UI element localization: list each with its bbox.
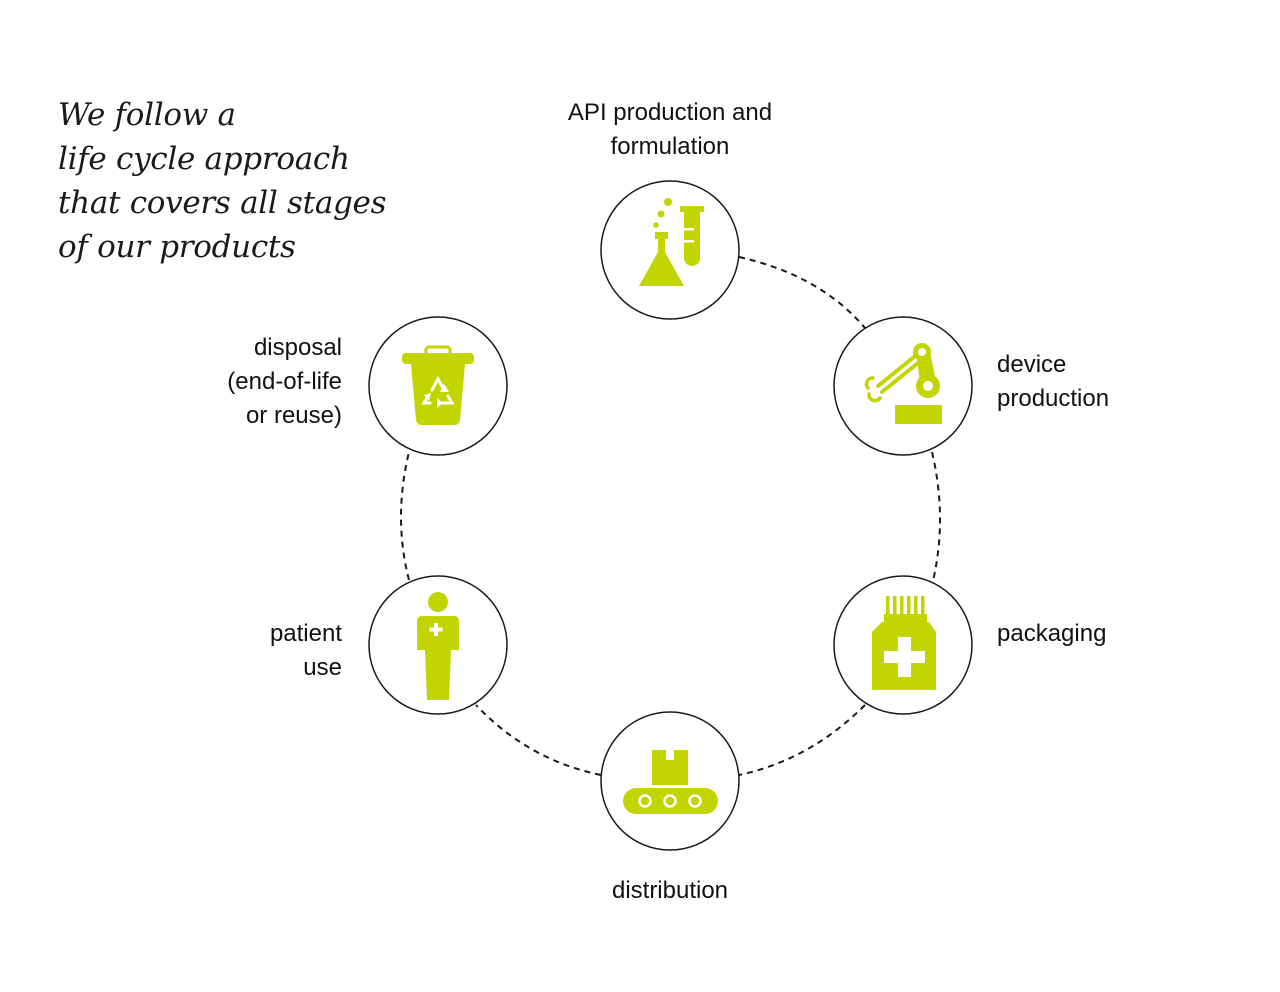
stage-label-line: or reuse) [245, 402, 342, 429]
medicine-bottle-icon [872, 596, 936, 690]
conveyor-box-icon [623, 750, 718, 814]
stage-distribution [600, 711, 740, 851]
connector-packaging-distribution [738, 704, 866, 776]
stage-label-disposal: disposal (end-of-life or reuse) [227, 331, 342, 433]
stage-label-line: use [303, 654, 342, 681]
stage-label-api: API production and formulation [470, 96, 870, 164]
stage-patient [368, 575, 508, 715]
connector-patient-disposal [400, 451, 410, 581]
connector-distribution-patient [475, 704, 602, 776]
heading-line: life cycle approach [58, 141, 350, 177]
robot-arm-icon [864, 343, 942, 424]
heading-line: We follow a [58, 97, 236, 133]
flask-test-tube-icon [639, 198, 704, 286]
stage-label-line: formulation [610, 133, 730, 160]
connector-api-device [738, 256, 866, 329]
stage-circle [600, 180, 740, 320]
recycle-bin-icon [402, 345, 474, 425]
cycle-connectors [400, 256, 941, 776]
stage-label-packaging: packaging [997, 617, 1106, 651]
stage-circle [833, 316, 973, 456]
stage-packaging [833, 575, 973, 715]
page-heading: We follow a life cycle approach that cov… [58, 93, 387, 269]
stage-label-line: disposal [253, 334, 342, 361]
connector-device-packaging [931, 451, 941, 586]
stage-label-line: (end-of-life [227, 368, 342, 395]
stage-label-device: device production [997, 348, 1109, 416]
stage-label-line: packaging [997, 620, 1107, 647]
stage-label-line: production [997, 385, 1110, 412]
stage-label-line: distribution [611, 877, 729, 904]
patient-icon [417, 592, 459, 700]
heading-line: of our products [58, 229, 296, 265]
stage-label-patient: patient use [270, 617, 342, 685]
stage-label-line: device [997, 351, 1067, 378]
stage-device [833, 316, 973, 456]
stage-api [600, 180, 740, 320]
stage-label-line: API production and [567, 99, 773, 126]
stage-label-distribution: distribution [470, 874, 870, 908]
heading-line: that covers all stages [58, 185, 387, 221]
stage-label-line: patient [269, 620, 342, 647]
stage-disposal [368, 316, 508, 456]
